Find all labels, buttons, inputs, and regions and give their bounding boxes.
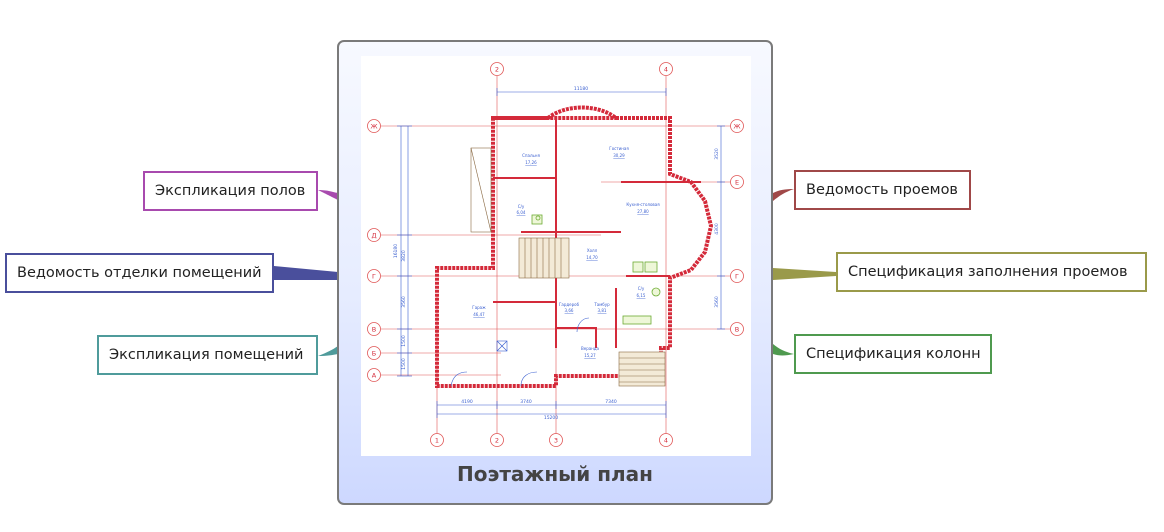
dim-bottom-3: 7340	[605, 399, 617, 405]
axis-left-g: Г	[372, 273, 376, 281]
room-name: Спальня	[522, 153, 540, 158]
connector-openings-sheet	[773, 189, 794, 201]
room-name: Гардероб	[559, 302, 580, 307]
connector-finish-sheet	[274, 266, 338, 280]
dim-bottom-1: 4190	[461, 399, 473, 405]
axis-bottom-2: 2	[495, 437, 499, 445]
dim-bottom-2: 3740	[520, 399, 532, 405]
dimension-texts: 11180 4190 3740 7340 15200 16180 3820 35…	[393, 86, 720, 421]
room-area: 46,47	[473, 312, 485, 317]
room-name: Веранда	[581, 346, 600, 351]
axis-bottom-3: 3	[554, 437, 558, 445]
connector-columns-spec	[773, 344, 794, 356]
room-area: 27,80	[637, 209, 649, 214]
finish-sheet-node[interactable]: Ведомость отделки помещений	[5, 253, 274, 293]
axis-right-e: Е	[735, 179, 739, 187]
openings-sheet-label: Ведомость проемов	[806, 182, 958, 198]
room-area: 14,70	[586, 255, 598, 260]
door-swings	[450, 317, 590, 387]
room-name: Холл	[587, 248, 598, 253]
dim-right-2: 4300	[714, 223, 720, 235]
axis-top-4: 4	[664, 66, 668, 74]
axis-right-zh: Ж	[733, 123, 740, 131]
floor-plan-svg: 2 4 1 2 3 4 Ж Д Г В Б А Ж Е Г В 11180 41…	[367, 62, 744, 447]
dim-left-3: 1500	[401, 335, 407, 347]
dim-right-3: 3560	[714, 296, 720, 308]
room-area: 15,27	[584, 353, 596, 358]
axis-bottom-1: 1	[435, 437, 439, 445]
floor-explication-label: Экспликация полов	[155, 183, 306, 199]
connector-openings-spec	[773, 268, 836, 280]
axis-right-g: Г	[735, 273, 739, 281]
dim-left-total: 16180	[393, 244, 399, 258]
axis-left-v: В	[372, 326, 376, 334]
room-area: 6,15	[637, 293, 646, 298]
room-name: С/у	[638, 286, 645, 291]
floor-plan-card[interactable]: 2 4 1 2 3 4 Ж Д Г В Б А Ж Е Г В 11180 41…	[337, 40, 773, 505]
axis-top-2: 2	[495, 66, 499, 74]
room-area: 17,26	[525, 160, 537, 165]
room-name: Кухня-столовая	[626, 202, 660, 207]
room-name: С/у	[518, 204, 525, 209]
room-labels: Спальня 17,26 Гостиная 30,29 С/у 6,04 Ку…	[472, 146, 660, 358]
dim-right-1: 3520	[714, 148, 720, 160]
axis-right-v: В	[735, 326, 739, 334]
fixtures	[531, 214, 661, 325]
connector-room-explication	[318, 346, 338, 356]
openings-spec-node[interactable]: Спецификация заполнения проемов	[836, 252, 1147, 292]
room-explication-label: Экспликация помещений	[109, 347, 304, 363]
columns-spec-label: Спецификация колонн	[806, 346, 981, 362]
room-area: 6,04	[517, 210, 526, 215]
dim-top-total: 11180	[574, 86, 588, 92]
axis-bottom-4: 4	[664, 437, 668, 445]
floor-plan-drawing: 2 4 1 2 3 4 Ж Д Г В Б А Ж Е Г В 11180 41…	[361, 56, 751, 456]
room-area: 3,81	[598, 308, 607, 313]
stairs	[470, 147, 666, 387]
room-name: Гараж	[472, 305, 486, 310]
room-name: Гостиная	[609, 146, 629, 151]
connector-floor-explication	[318, 190, 338, 200]
room-explication-node[interactable]: Экспликация помещений	[97, 335, 318, 375]
axis-left-a: А	[372, 372, 377, 380]
floor-explication-node[interactable]: Экспликация полов	[143, 171, 318, 211]
axis-labels: 2 4 1 2 3 4 Ж Д Г В Б А Ж Е Г В	[370, 66, 740, 445]
dim-bottom-total: 15200	[544, 415, 558, 421]
dimension-lines	[397, 88, 725, 418]
columns-spec-node[interactable]: Спецификация колонн	[794, 334, 992, 374]
finish-sheet-label: Ведомость отделки помещений	[17, 265, 262, 281]
dim-left-1: 3820	[401, 250, 407, 262]
dim-left-4: 1500	[401, 358, 407, 370]
openings-sheet-node[interactable]: Ведомость проемов	[794, 170, 971, 210]
room-area: 3,66	[565, 308, 574, 313]
openings-spec-label: Спецификация заполнения проемов	[848, 264, 1128, 280]
dim-left-2: 3560	[401, 296, 407, 308]
axis-left-d: Д	[371, 232, 376, 240]
axis-left-zh: Ж	[370, 123, 377, 131]
card-title: Поэтажный план	[457, 462, 653, 486]
axis-bubbles	[367, 62, 744, 447]
walls	[435, 105, 714, 388]
axis-left-b: Б	[372, 350, 376, 358]
room-name: Тамбур	[593, 302, 610, 307]
room-area: 30,29	[613, 153, 625, 158]
